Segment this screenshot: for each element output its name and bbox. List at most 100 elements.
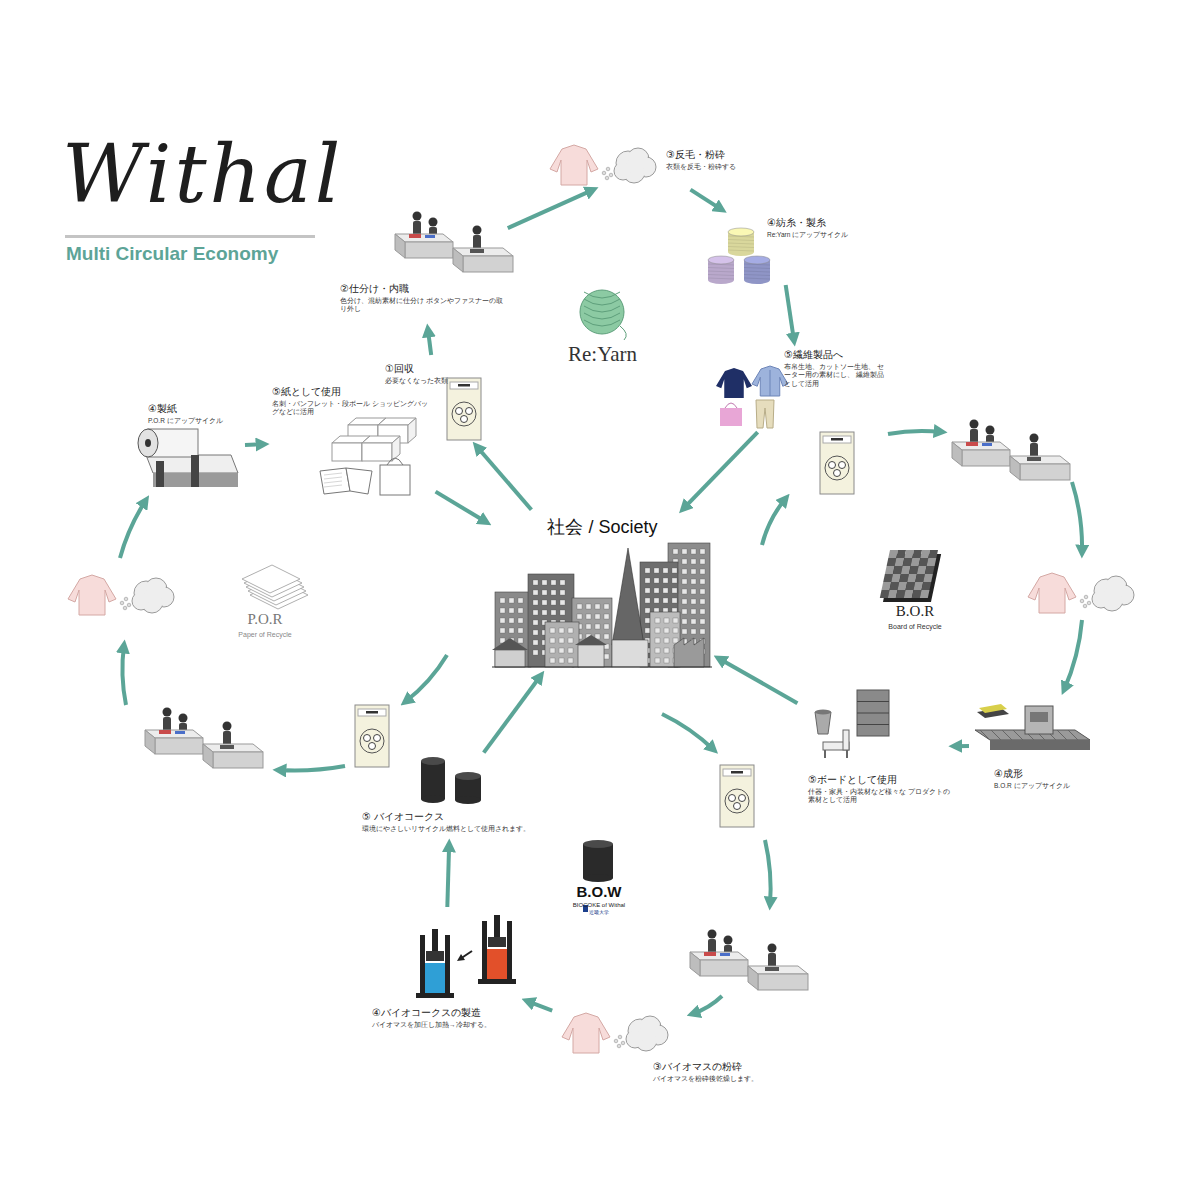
illustration-part: [609, 173, 613, 177]
illustration-part: [568, 658, 573, 663]
flow-arrow: [245, 442, 264, 447]
illustration-part: [728, 250, 754, 251]
illustration-part: [887, 558, 897, 566]
flow-arrow: [690, 190, 722, 210]
flow-arrow: [278, 766, 345, 770]
illustration-part: [843, 730, 849, 750]
paper-stack: [242, 565, 308, 609]
illustration-part: [691, 559, 696, 564]
illustration-part: [664, 658, 669, 663]
process-step: ④成形B.O.R にアップサイクル: [972, 695, 1094, 795]
illustration-part: [663, 588, 668, 593]
illustration-part: [156, 461, 164, 487]
illustration-part: [542, 580, 547, 585]
illustration-part: [457, 954, 465, 961]
illustration-part: [542, 590, 547, 595]
illustration-part: [682, 549, 687, 554]
illustration-part: [138, 429, 158, 457]
illustration-part: [820, 432, 854, 494]
illustration-part: [1057, 730, 1067, 740]
illustration-part: [220, 745, 234, 749]
illustration-part: [387, 458, 403, 465]
illustration-part: [952, 442, 962, 466]
illustration-part: [888, 590, 898, 598]
illustration-part: [612, 640, 648, 667]
illustration-part: [768, 944, 777, 953]
illustration-part: [725, 403, 737, 408]
illustration-part: [923, 574, 933, 582]
illustration-part: [691, 589, 696, 594]
illustration-part: [704, 952, 716, 956]
illustration-part: [655, 658, 660, 663]
recycle-bin: [720, 765, 754, 827]
illustration-part: [421, 757, 445, 765]
illustration-part: [880, 590, 890, 598]
illustration-part: [913, 582, 923, 590]
illustration-part: [883, 554, 941, 602]
illustration-part: [672, 598, 677, 603]
illustration-part: [392, 436, 400, 461]
flow-arrow: [447, 844, 449, 907]
illustration-part: [533, 650, 538, 655]
illustration-part: [1084, 595, 1088, 599]
biocoke-product: [421, 757, 481, 804]
step-note: 色分け、混紡素材に仕分け ボタンやファスナーの取り外し: [340, 297, 505, 314]
textile-products: [716, 366, 788, 428]
illustration-part: [409, 234, 421, 238]
illustration-part: [748, 966, 758, 990]
flow-arrow: [508, 190, 594, 228]
illustration-part: [700, 599, 705, 604]
illustration-part: [885, 566, 895, 574]
flow-arrow: [120, 500, 146, 558]
illustration-part: [456, 408, 463, 415]
illustration-part: [655, 628, 660, 633]
illustration-part: [518, 608, 523, 613]
step-note: 必要なくなった衣類: [385, 377, 449, 385]
flow-arrow: [786, 285, 794, 341]
illustration-part: [577, 604, 582, 609]
illustration-part: [654, 588, 659, 593]
illustration-part: [518, 598, 523, 603]
illustration-part: [1030, 712, 1048, 722]
flow-arrow: [662, 714, 714, 750]
illustration-part: [752, 366, 788, 396]
step-note: 近畿大学: [553, 909, 645, 916]
illustration-part: [455, 796, 481, 804]
illustration-part: [700, 619, 705, 624]
illustration-part: [68, 575, 116, 615]
illustration-part: [962, 450, 1010, 466]
process-step: ⑤ バイオコークス環境にやさしいリサイクル燃料として使用されます。: [358, 755, 543, 840]
illustration-part: [500, 628, 505, 633]
yarn-ball: [580, 290, 626, 340]
illustration-part: [509, 598, 514, 603]
illustration-part: [584, 313, 620, 319]
illustration-part: [744, 264, 770, 265]
flow-arrow: [476, 446, 531, 510]
illustration-part: [921, 582, 931, 590]
process-step: ③反毛・粉砕衣類を反毛・粉砕する: [548, 140, 753, 188]
illustration-part: [966, 442, 978, 446]
illustration-part: [560, 590, 565, 595]
illustration-part: [815, 712, 831, 734]
flow-arrow: [765, 840, 771, 905]
illustration-part: [324, 481, 342, 483]
step-heading: ①回収: [385, 362, 449, 375]
illustration-part: [925, 566, 935, 574]
illustration-part: [604, 624, 609, 629]
illustration-part: [682, 619, 687, 624]
illustration-part: [673, 549, 678, 554]
illustration-part: [1068, 730, 1078, 740]
illustration-part: [645, 588, 650, 593]
illustration-part: [470, 249, 484, 253]
illustration-part: [682, 609, 687, 614]
illustration-part: [492, 638, 528, 650]
illustration-part: [691, 569, 696, 574]
illustration-part: [550, 638, 555, 643]
step-note: 名刺・パンフレット・段ボール ショッピングバッグなどに活用: [272, 400, 433, 417]
illustration-part: [982, 443, 992, 446]
illustration-part: [358, 709, 386, 716]
illustration-part: [420, 935, 425, 993]
illustration-part: [682, 589, 687, 594]
illustration-part: [724, 936, 733, 945]
step-note: Paper of Recycle: [225, 630, 305, 639]
